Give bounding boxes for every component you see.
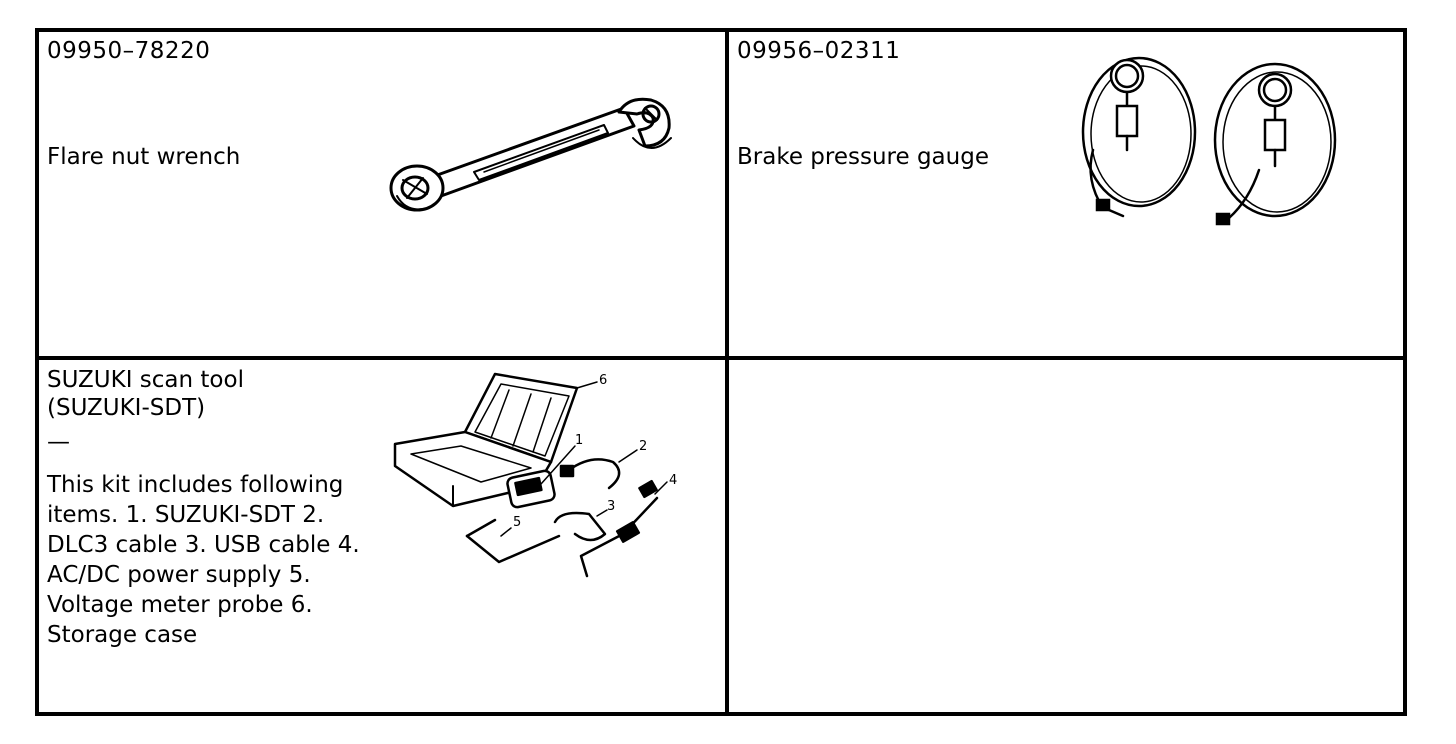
callout-3: 3: [607, 499, 615, 514]
tool-cell-flare-nut-wrench: 09950–78220 Flare nut wrench: [39, 32, 729, 360]
scan-tool-kit-illustration: 6 1 2 3 4 5: [393, 372, 677, 578]
tool-name-line2: (SUZUKI-SDT): [47, 395, 206, 421]
tool-cell-scan-tool: SUZUKI scan tool (SUZUKI-SDT) — This kit…: [39, 360, 729, 712]
special-tools-table: 09950–78220 Flare nut wrench 099: [35, 28, 1407, 716]
separator-dash: —: [47, 429, 70, 455]
kit-description: This kit includes following items. 1. SU…: [47, 472, 360, 648]
tool-description-block: SUZUKI scan tool (SUZUKI-SDT) — This kit…: [47, 366, 387, 650]
tool-name: Brake pressure gauge: [737, 144, 989, 170]
callout-1: 1: [575, 433, 583, 448]
tool-cell-brake-pressure-gauge: 09956–02311 Brake pressure gauge: [729, 32, 1403, 360]
callout-6: 6: [599, 373, 607, 388]
brake-pressure-gauge-illustration: [1081, 56, 1337, 226]
flare-nut-wrench-illustration: [389, 97, 672, 212]
part-number: 09950–78220: [47, 38, 211, 64]
tool-name-line1: SUZUKI scan tool: [47, 367, 244, 393]
callout-5: 5: [513, 515, 521, 530]
part-number: 09956–02311: [737, 38, 901, 64]
tool-cell-empty: [729, 360, 1403, 712]
tool-name: Flare nut wrench: [47, 144, 241, 170]
callout-4: 4: [669, 473, 677, 488]
callout-2: 2: [639, 439, 647, 454]
